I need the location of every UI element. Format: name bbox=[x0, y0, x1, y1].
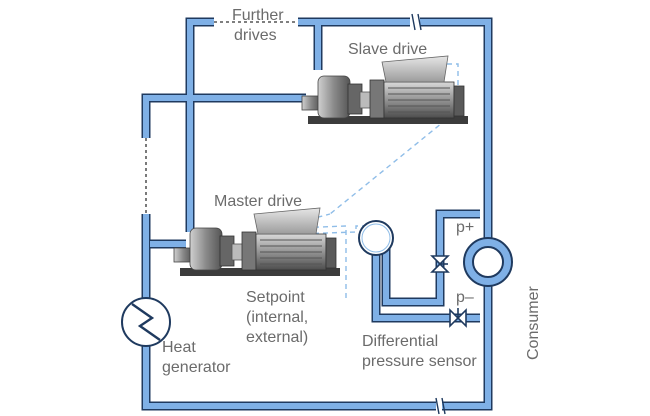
master-drive-label: Master drive bbox=[214, 193, 302, 210]
valve-symbol bbox=[430, 255, 467, 328]
master-drive-pump bbox=[173, 207, 341, 277]
pressure-sensor-symbol bbox=[358, 220, 394, 256]
heat-generator-symbol bbox=[121, 297, 171, 347]
pressure-sensor-label-line1: Differential bbox=[362, 333, 438, 350]
further-drives-label-line1: Further bbox=[232, 7, 284, 24]
pressure-sensor-label-line2: pressure sensor bbox=[362, 353, 477, 370]
pipe-network bbox=[141, 13, 493, 415]
slave-drive-pump bbox=[301, 55, 469, 125]
further-drives-label-line2: drives bbox=[234, 27, 277, 44]
p-minus-label: p– bbox=[456, 289, 474, 306]
setpoint-label-line1: Setpoint bbox=[246, 289, 305, 306]
consumer-label: Consumer bbox=[525, 286, 542, 360]
heat-generator-label-line1: Heat bbox=[162, 339, 196, 356]
slave-drive-label: Slave drive bbox=[348, 41, 427, 58]
p-plus-label: p+ bbox=[456, 219, 474, 236]
consumer-symbol bbox=[463, 237, 513, 287]
setpoint-label-line3: external) bbox=[246, 329, 308, 346]
heat-generator-label-line2: generator bbox=[162, 359, 231, 376]
setpoint-label-line2: (internal, bbox=[246, 309, 308, 326]
